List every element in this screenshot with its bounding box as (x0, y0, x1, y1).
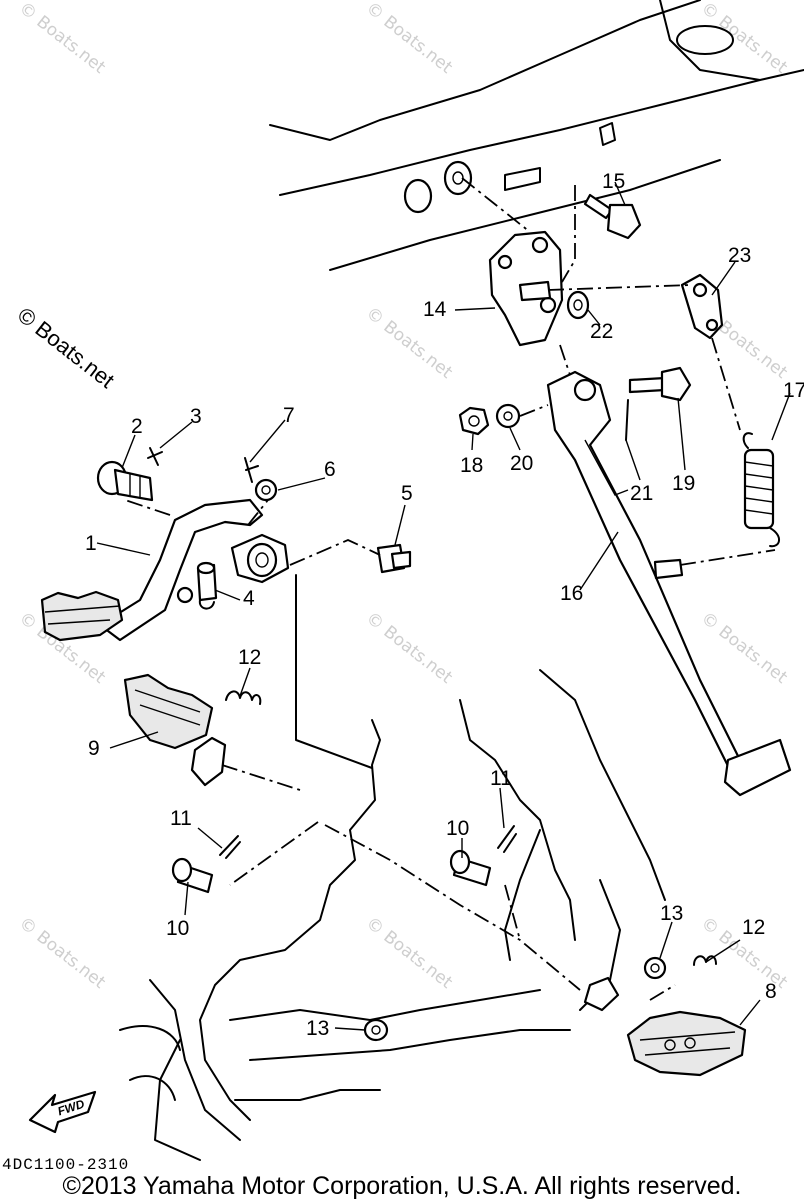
pedal-shaft-2 (96, 460, 154, 502)
side-stand (546, 344, 792, 797)
callout-19: 19 (672, 472, 695, 495)
footrest-9 (123, 673, 301, 791)
figure-code: 4DC1100-2310 (2, 1156, 130, 1174)
callout-18: 18 (460, 454, 483, 477)
callout-11-right: 11 (490, 767, 512, 790)
watermark-1: © Boats.net (15, 0, 109, 78)
cotter-pin-7 (244, 457, 259, 483)
callout-17: 17 (783, 379, 804, 402)
callout-10-left: 10 (166, 917, 189, 940)
cotter-pin-11-left (219, 835, 241, 859)
side-stand-bracket (461, 177, 576, 347)
callout-2: 2 (131, 415, 143, 438)
callout-12-right: 12 (742, 916, 765, 939)
callout-14: 14 (423, 298, 447, 321)
callout-12-left: 12 (238, 646, 261, 669)
copyright-notice: ©2013 Yamaha Motor Corporation, U.S.A. A… (62, 1172, 742, 1200)
clevis-pin-4 (196, 561, 218, 610)
watermark-left-large: © Boats.net (13, 302, 119, 393)
callout-16: 16 (560, 582, 583, 605)
bolt-19 (625, 366, 692, 441)
nut-18 (458, 406, 490, 436)
callout-15: 15 (602, 170, 625, 193)
callout-8: 8 (765, 980, 777, 1003)
washer-20 (495, 403, 549, 429)
callout-5: 5 (401, 482, 413, 505)
callout-11-left: 11 (170, 807, 192, 830)
frame-upper-rail (269, 0, 804, 271)
frame-lower-cradle (119, 669, 666, 1161)
callout-9: 9 (88, 737, 100, 760)
watermark-3: © Boats.net (697, 0, 791, 78)
callout-21: 21 (630, 482, 653, 505)
plate-23 (547, 273, 741, 431)
callout-20: 20 (510, 452, 533, 475)
pin-5 (289, 539, 412, 574)
fwd-arrow: FWD (28, 1090, 97, 1134)
spring-12-left (225, 690, 262, 705)
footrest-8 (626, 984, 747, 1077)
pin-10-right (449, 849, 492, 887)
leader-lines (96, 181, 791, 1031)
callout-4: 4 (243, 587, 255, 610)
cotter-pin-11-right (497, 825, 517, 853)
bolt-15 (583, 193, 642, 240)
callout-1: 1 (85, 532, 97, 555)
watermark-9: © Boats.net (15, 913, 109, 993)
callout-6: 6 (324, 458, 336, 481)
spring-17 (679, 432, 780, 566)
callout-13-left: 13 (306, 1017, 329, 1040)
callout-13-right: 13 (660, 902, 683, 925)
callout-23: 23 (728, 244, 751, 267)
collar-22 (566, 290, 590, 320)
callout-7: 7 (283, 404, 295, 427)
cotter-pin-3 (147, 447, 163, 466)
watermark-2: © Boats.net (362, 0, 456, 78)
callout-labels: 1 2 3 4 5 6 7 8 9 10 10 11 11 12 12 13 1… (85, 170, 804, 1040)
callout-22: 22 (590, 320, 613, 343)
callout-3: 3 (190, 405, 202, 428)
watermark-10: © Boats.net (362, 913, 456, 993)
washer-13-right (643, 956, 667, 980)
watermark-7: © Boats.net (362, 608, 456, 688)
washer-6 (254, 478, 278, 502)
pin-10-left (171, 857, 214, 894)
callout-10-right: 10 (446, 817, 469, 840)
watermark-8: © Boats.net (697, 608, 791, 688)
brake-pedal (40, 498, 290, 642)
